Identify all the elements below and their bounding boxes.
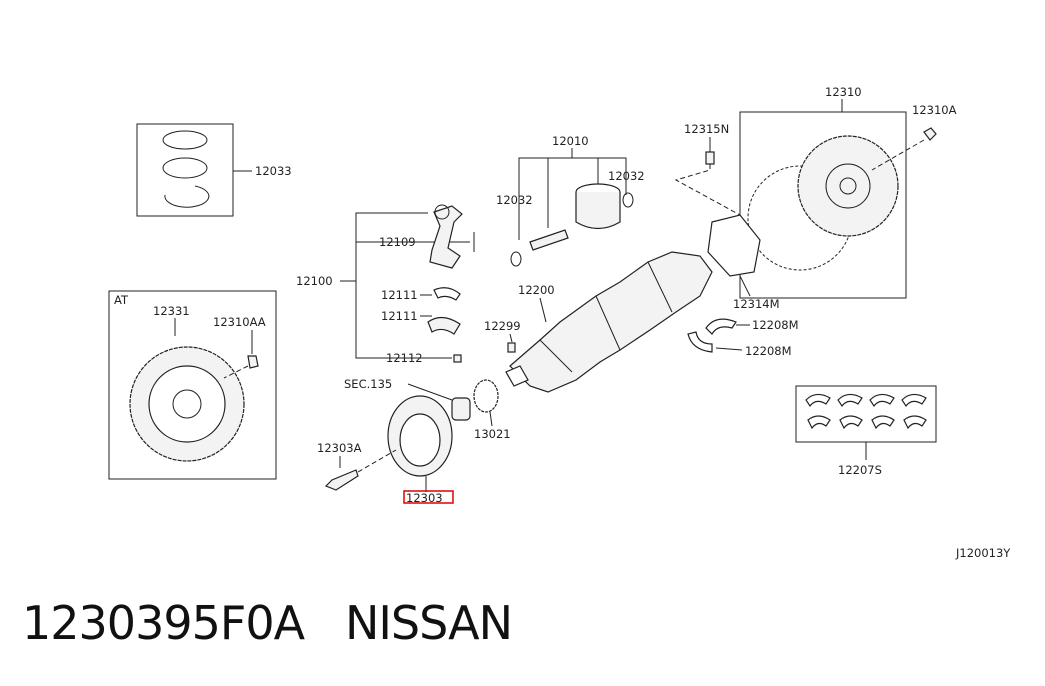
label-12010: 12010 — [552, 134, 589, 148]
ring-set-box — [136, 123, 234, 217]
label-12200: 12200 — [518, 283, 555, 297]
plate-icon — [707, 214, 761, 277]
label-12111-lower: 12111 — [381, 309, 418, 323]
main-bearing-3 — [869, 393, 895, 408]
flywheel-bolt-icon — [923, 127, 937, 141]
crank-pulley[interactable]: 12303A 12303 — [317, 395, 454, 505]
ring-1 — [162, 130, 208, 150]
label-12331: 12331 — [153, 304, 190, 318]
conrod-cap — [427, 316, 461, 335]
ring-2 — [162, 157, 208, 179]
label-12303a: 12303A — [317, 441, 362, 455]
highlight-box — [403, 490, 454, 504]
ring-3 — [164, 185, 210, 208]
brand-name: NISSAN — [344, 596, 513, 650]
label-12109: 12109 — [379, 235, 416, 249]
flywheel-body — [797, 135, 899, 237]
crank-nose — [505, 365, 529, 387]
label-12299: 12299 — [484, 319, 521, 333]
label-12100: 12100 — [296, 274, 333, 288]
label-12032-left: 12032 — [496, 193, 533, 207]
pulley-bolt-icon — [324, 469, 359, 491]
plate-12314m[interactable]: 12314M — [707, 214, 780, 311]
label-12315n: 12315N — [684, 122, 729, 136]
part-caption: 1230395F0A NISSAN — [22, 596, 513, 650]
piston-body — [575, 192, 621, 230]
at-tag: AT — [114, 293, 129, 307]
label-12112: 12112 — [386, 351, 423, 365]
label-12208m-lower: 12208M — [745, 344, 792, 358]
label-12032-right: 12032 — [608, 169, 645, 183]
crankshaft[interactable]: 12200 12299 — [484, 251, 713, 393]
part-number: 1230395F0A — [22, 596, 305, 650]
conrod-assembly[interactable]: 12100 12109 12111 12111 12112 — [296, 204, 475, 365]
label-12208m-upper: 12208M — [752, 318, 799, 332]
dowel-pin-icon — [705, 151, 715, 165]
diagram-code: J120013Y — [955, 546, 1011, 560]
thrust-washer-upper — [705, 318, 737, 335]
spacer-icon — [451, 397, 471, 421]
crankshaft-body — [509, 251, 713, 393]
drive-plate-box — [108, 290, 277, 480]
flywheel-hub — [825, 163, 871, 209]
thrust-washers[interactable]: 12208M 12208M — [687, 318, 799, 358]
label-12111-upper: 12111 — [381, 288, 418, 302]
label-13021: 13021 — [474, 427, 511, 441]
drive-plate-inner — [148, 365, 226, 443]
main-bearing-1 — [805, 393, 831, 408]
snap-ring-left — [510, 251, 522, 267]
label-12314m: 12314M — [733, 297, 780, 311]
key-icon — [507, 342, 516, 353]
thrust-washer-lower — [687, 331, 713, 353]
drive-plate-bolt-icon — [247, 355, 259, 369]
at-drive-plate[interactable]: AT 12331 12310AA — [108, 290, 277, 480]
label-12207s: 12207S — [838, 463, 882, 477]
nut-icon — [453, 354, 462, 363]
label-12310a: 12310A — [912, 103, 957, 117]
label-12310: 12310 — [825, 85, 862, 99]
main-bearing-4 — [901, 393, 927, 408]
main-bearing-set[interactable]: 12207S — [795, 385, 937, 477]
flywheel-box — [739, 111, 907, 299]
label-12310aa: 12310AA — [213, 315, 266, 329]
flywheel-assembly[interactable]: 12310 12310A 12315N — [674, 85, 957, 299]
connecting-rod — [429, 205, 463, 269]
main-bearing-2 — [837, 393, 863, 408]
sprocket-13021[interactable]: SEC.135 13021 — [344, 377, 511, 441]
label-12303: 12303 — [406, 491, 443, 505]
piston-ring-set[interactable]: 12033 — [136, 123, 292, 217]
piston-pin — [529, 229, 569, 251]
label-sec135: SEC.135 — [344, 377, 392, 391]
label-12033: 12033 — [255, 164, 292, 178]
pulley-inner — [399, 413, 441, 467]
snap-ring-right — [622, 192, 634, 208]
sprocket-icon — [473, 379, 499, 413]
conrod-bearing-upper — [433, 287, 461, 301]
piston-assembly[interactable]: 12010 12032 12032 — [496, 134, 645, 267]
